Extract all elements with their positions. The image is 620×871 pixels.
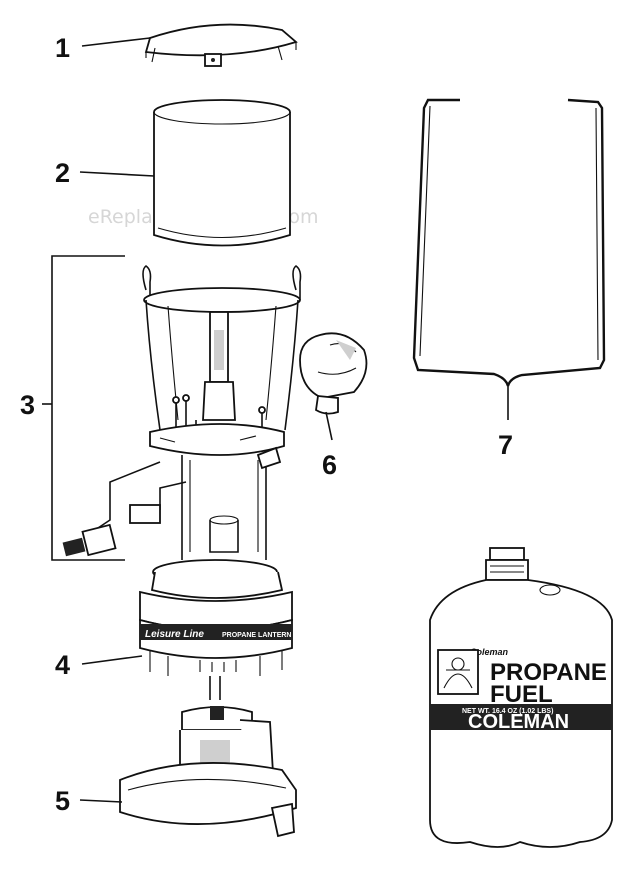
lantern-label: PROPANE LANTERN <box>222 632 291 639</box>
callout-7: 7 <box>498 430 513 460</box>
part-2-globe[interactable] <box>153 99 291 247</box>
part-4-collar[interactable]: Leisure Line PROPANE LANTERN <box>139 559 293 700</box>
leader-line-2 <box>79 171 155 177</box>
callout-6: 6 <box>322 450 337 480</box>
part-3-frame-assembly[interactable] <box>51 255 302 561</box>
cylinder-brand-small: Coleman <box>470 647 509 657</box>
part-6-mantle[interactable] <box>299 332 368 415</box>
net-weight-label: NET WT. 16.4 OZ (1.02 LBS) <box>462 708 553 715</box>
propane-cylinder: Coleman PROPANE FUEL NET WT. 16.4 OZ (1.… <box>429 547 613 848</box>
callout-2: 2 <box>55 158 70 188</box>
coleman-label: COLEMAN <box>468 711 569 733</box>
propane-label: PROPANE <box>490 659 607 686</box>
leader-line-5 <box>79 799 123 803</box>
callout-3: 3 <box>20 390 35 420</box>
leader-line-4 <box>81 655 143 665</box>
fuel-label: FUEL <box>490 681 553 708</box>
callout-4: 4 <box>55 650 70 680</box>
part-1-top-cap[interactable] <box>144 23 298 67</box>
leader-line-1 <box>81 37 151 47</box>
callout-1: 1 <box>55 33 70 63</box>
leader-line-6 <box>325 411 333 441</box>
leisure-line-label: Leisure Line <box>145 629 204 640</box>
callout-5: 5 <box>55 786 70 816</box>
part-5-base[interactable] <box>119 706 297 838</box>
part-7-bail[interactable] <box>412 98 606 387</box>
